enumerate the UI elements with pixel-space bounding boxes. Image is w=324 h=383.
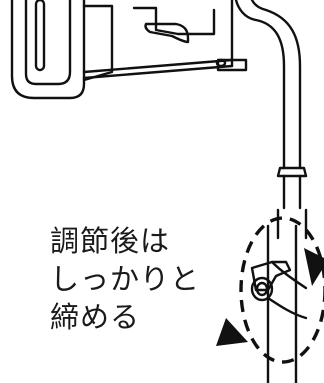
clamp-mount-illustration: [82, 0, 248, 82]
instruction-line-1: 調節後は: [50, 224, 171, 258]
instruction-line-2: しっかりと: [50, 262, 201, 296]
tightening-knob-illustration: [250, 260, 308, 320]
rotation-arrowhead-right: [304, 248, 324, 286]
instruction-text: 調節後は しっかりと 締める: [50, 222, 210, 336]
tablet-device-illustration: [10, 0, 86, 100]
stand-pole-illustration: [266, 208, 308, 383]
collar-joint-illustration: [276, 166, 308, 210]
rotation-arrow-illustration: [216, 216, 324, 364]
instruction-line-3: 締める: [50, 300, 141, 334]
gooseneck-arm-illustration: [234, 0, 302, 170]
rotation-arrowhead-left: [216, 318, 248, 346]
